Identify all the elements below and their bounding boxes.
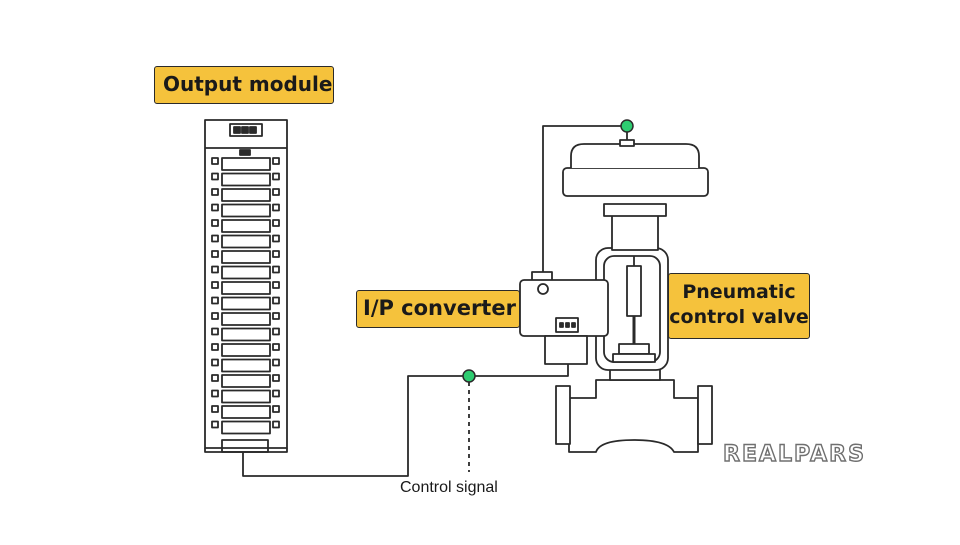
module-terminal-slot bbox=[211, 172, 219, 181]
module-terminal-slot bbox=[221, 188, 271, 202]
module-terminal-slot bbox=[272, 343, 280, 351]
module-terminal-slot bbox=[272, 203, 280, 212]
module-terminal-slot bbox=[221, 219, 271, 233]
module-terminal-slot bbox=[221, 374, 271, 388]
module-terminal-slot bbox=[221, 265, 271, 280]
module-terminal-slot bbox=[211, 203, 219, 212]
module-terminal-slot bbox=[272, 172, 280, 181]
module-terminal-slot bbox=[211, 234, 219, 243]
module-terminal-slot bbox=[211, 188, 219, 196]
module-terminal-slot bbox=[221, 420, 271, 435]
air-supply-line bbox=[542, 125, 628, 272]
module-terminal-slot bbox=[272, 389, 280, 398]
control-signal-wire bbox=[242, 362, 569, 477]
ip-converter-label: I/P converter bbox=[356, 290, 520, 328]
module-terminal-slot bbox=[272, 296, 280, 305]
module-terminal-slot bbox=[272, 327, 280, 336]
module-terminal-slot bbox=[272, 219, 280, 227]
module-terminal-slot bbox=[211, 296, 219, 305]
valve-actuator bbox=[562, 139, 709, 197]
module-terminal-slot bbox=[272, 250, 280, 258]
module-terminal-slot bbox=[272, 405, 280, 413]
pneumatic-valve-label-line2: control valve bbox=[669, 306, 809, 328]
module-terminal-slot bbox=[272, 281, 280, 289]
module-terminal-slot bbox=[211, 219, 219, 227]
valve-bonnet bbox=[603, 203, 667, 251]
module-terminal-slot bbox=[211, 343, 219, 351]
supply-connector-dot bbox=[620, 119, 634, 133]
module-terminal-slot bbox=[221, 405, 271, 419]
module-terminal-slot bbox=[211, 405, 219, 413]
module-terminal-slot bbox=[211, 157, 219, 165]
realpars-logo: REALPARS bbox=[722, 441, 866, 467]
module-terminal-slot bbox=[221, 234, 271, 249]
module-terminal-slot bbox=[211, 374, 219, 382]
module-terminal-slot bbox=[221, 250, 271, 264]
module-terminal-slot bbox=[272, 312, 280, 320]
control-signal-label: Control signal bbox=[400, 479, 498, 496]
module-terminal-slot bbox=[221, 327, 271, 342]
pneumatic-valve-label-line1: Pneumatic bbox=[682, 281, 796, 303]
module-terminal-slot bbox=[272, 265, 280, 274]
pneumatic-valve-label: Pneumatic control valve bbox=[668, 273, 810, 339]
module-terminal-slot bbox=[272, 358, 280, 367]
module-terminal-slot bbox=[221, 312, 271, 326]
module-terminal-slot bbox=[272, 157, 280, 165]
module-terminal-slot bbox=[272, 420, 280, 429]
module-terminal-slot bbox=[211, 420, 219, 429]
module-terminal-slot bbox=[221, 389, 271, 404]
module-terminal-slot bbox=[272, 234, 280, 243]
valve-body bbox=[555, 367, 713, 453]
output-module-label: Output module bbox=[154, 66, 334, 104]
module-terminal-slot bbox=[211, 389, 219, 398]
module-terminal-slot bbox=[221, 358, 271, 373]
module-terminal-slots bbox=[211, 157, 280, 435]
ip-converter-device bbox=[519, 271, 609, 365]
module-terminal-slot bbox=[211, 327, 219, 336]
module-terminal-slot bbox=[221, 157, 271, 171]
module-terminal-slot bbox=[272, 374, 280, 382]
signal-connector-dot bbox=[462, 369, 476, 383]
module-terminal-slot bbox=[211, 312, 219, 320]
module-terminal-slot bbox=[221, 281, 271, 295]
module-terminal-slot bbox=[211, 281, 219, 289]
module-terminal-slot bbox=[211, 250, 219, 258]
module-terminal-slot bbox=[221, 296, 271, 311]
module-terminal-slot bbox=[221, 343, 271, 357]
module-terminal-slot bbox=[211, 265, 219, 274]
module-terminal-slot bbox=[221, 203, 271, 218]
module-terminal-slot bbox=[221, 172, 271, 187]
output-module bbox=[204, 119, 288, 453]
module-terminal-slot bbox=[272, 188, 280, 196]
module-terminal-slot bbox=[211, 358, 219, 367]
